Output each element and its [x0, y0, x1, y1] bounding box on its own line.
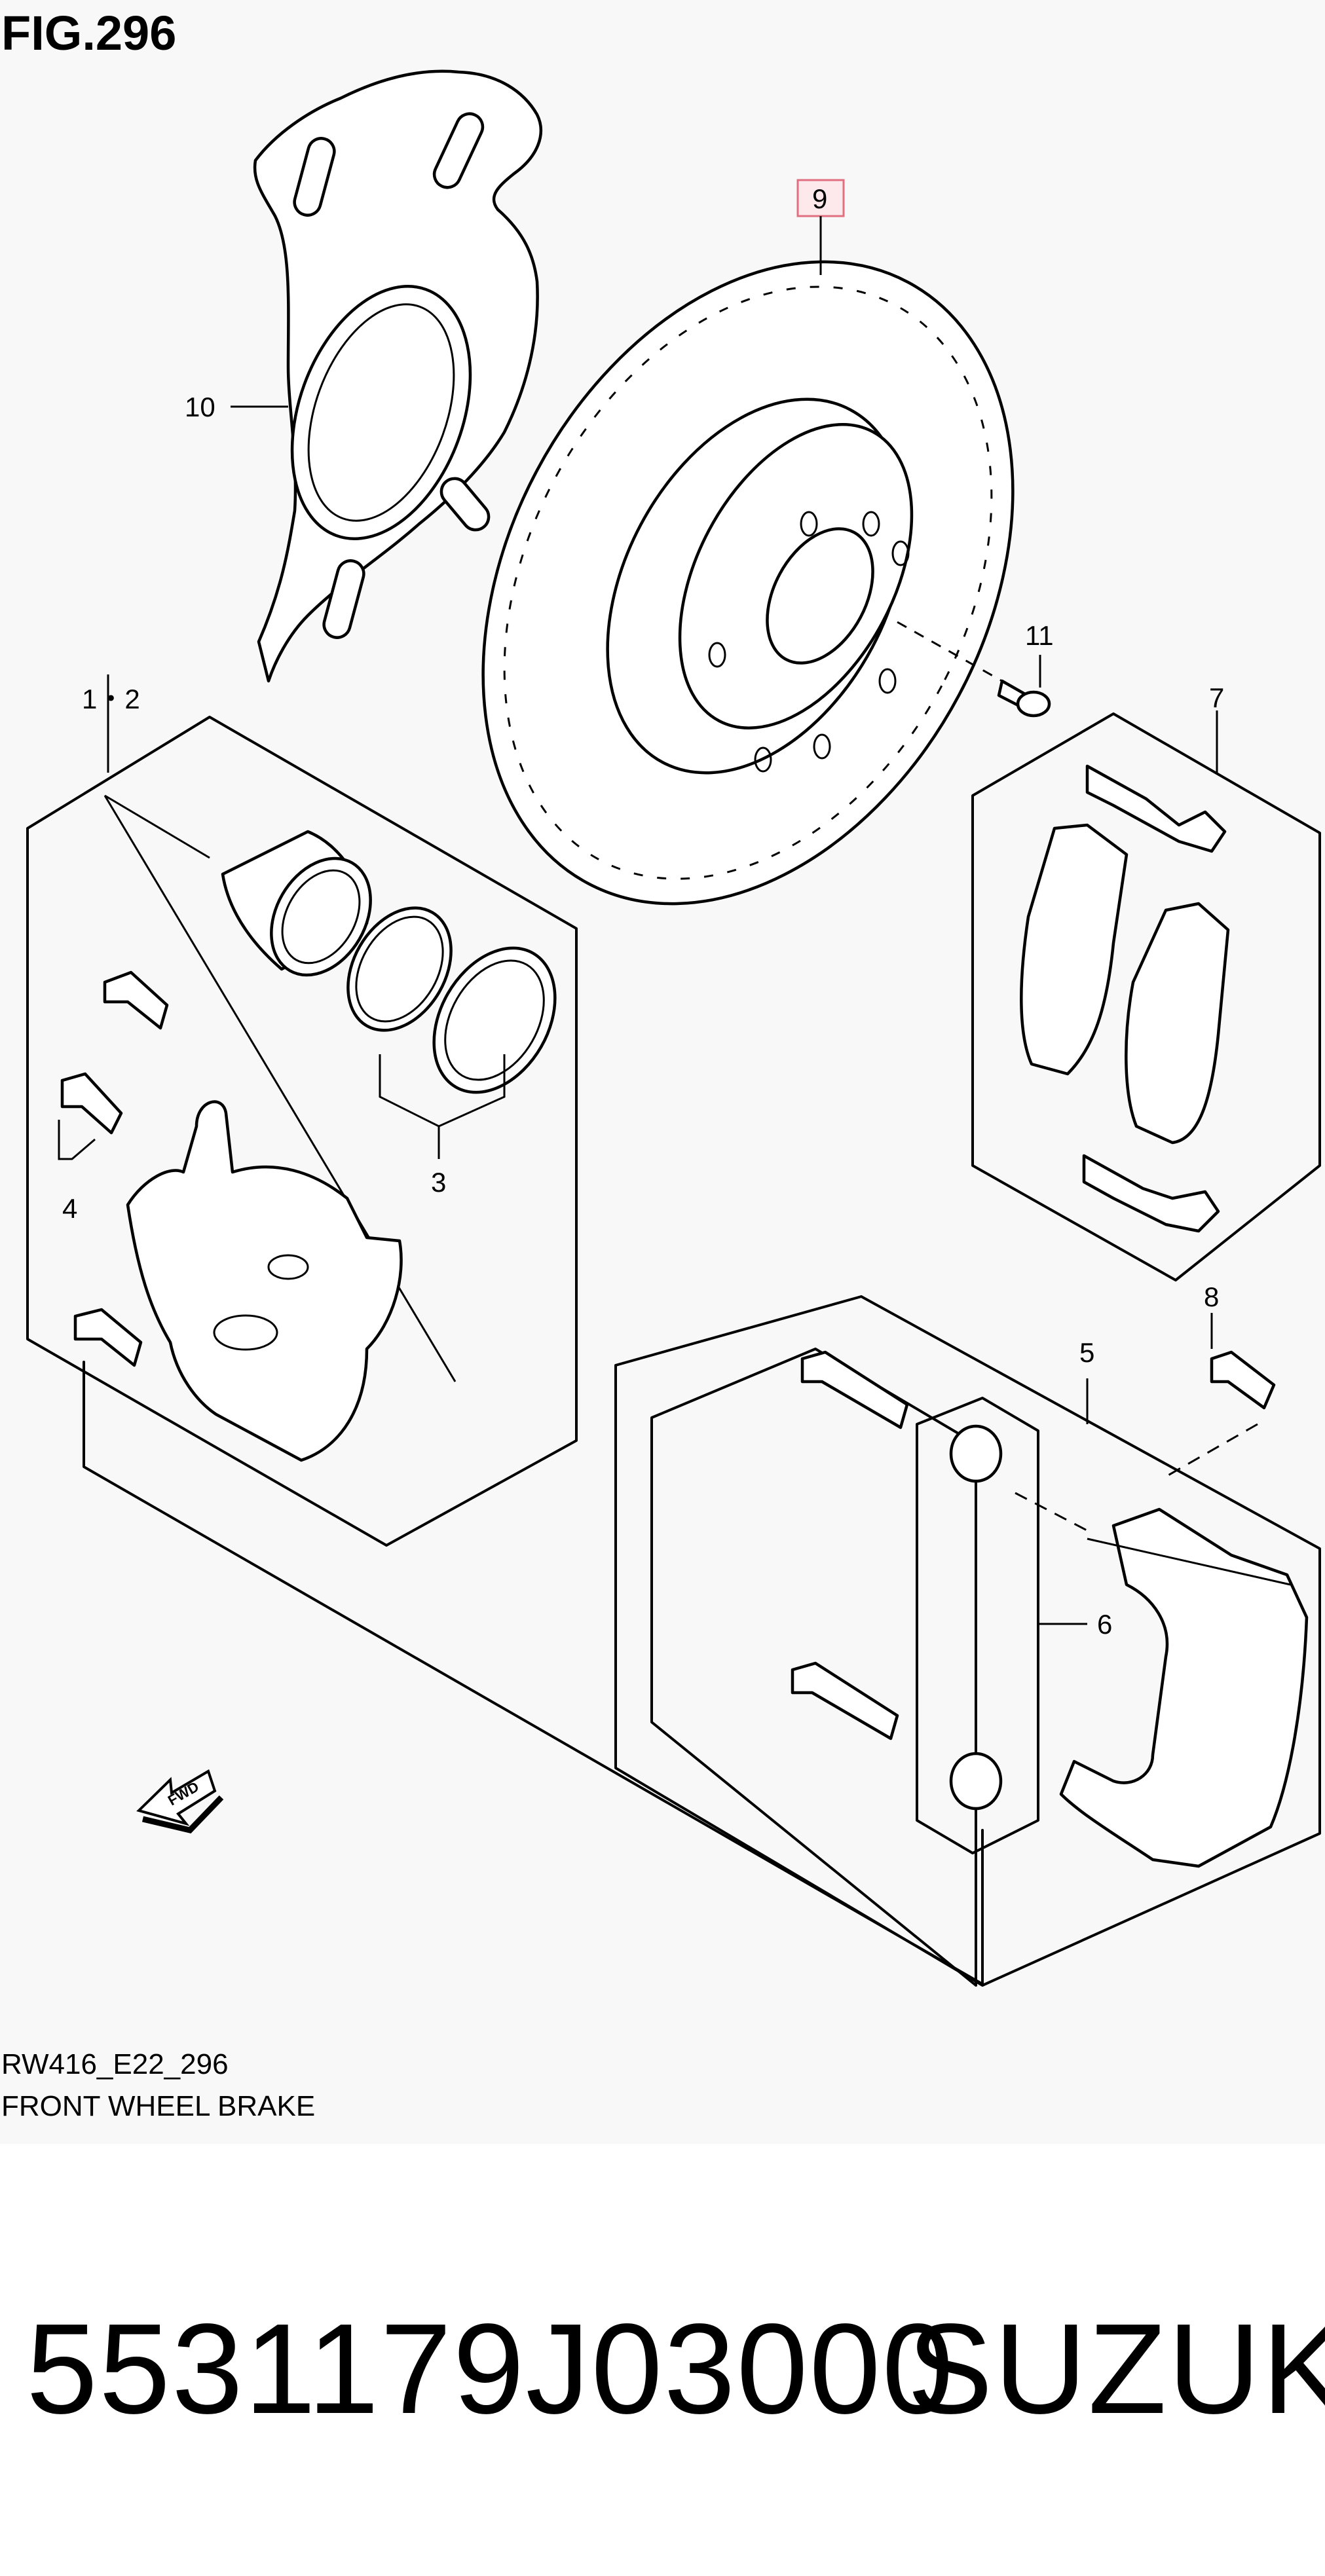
caliper-frame — [26, 716, 578, 1547]
dust-shield — [253, 69, 543, 683]
diagram-name: FRONT WHEEL BRAKE — [1, 2090, 316, 2122]
callout-4: 4 — [62, 1193, 77, 1224]
pad-frame — [971, 712, 1321, 1281]
exploded-parts-diagram: 10 9 11 — [26, 69, 1321, 1987]
callout-9-highlight[interactable] — [796, 179, 845, 217]
fwd-arrow: FWD — [136, 1769, 224, 1833]
caliper-assembly — [60, 794, 557, 1462]
callout-6: 6 — [1097, 1609, 1112, 1640]
callout-10: 10 — [185, 392, 215, 422]
diagram-code: RW416_E22_296 — [1, 2048, 229, 2080]
bracket-parts — [791, 1350, 1309, 1868]
callout-9[interactable]: 9 — [812, 183, 827, 214]
figure-title: FIG.296 — [1, 6, 177, 60]
callout-3: 3 — [431, 1167, 446, 1198]
part-number: 5531179J03000 — [26, 2297, 955, 2440]
callout-5: 5 — [1079, 1337, 1094, 1368]
callout-11: 11 — [1025, 620, 1054, 651]
assembly-connector — [83, 1361, 984, 1985]
pin-frame — [650, 1348, 977, 1987]
callout-8: 8 — [1204, 1281, 1219, 1312]
brake-disc — [481, 260, 1015, 906]
callout-7: 7 — [1209, 682, 1224, 713]
bracket-frame — [614, 1295, 1321, 1987]
callout-1-2: 1・2 — [82, 684, 140, 714]
disc-screw — [897, 621, 1051, 718]
boot-frame — [916, 1397, 1039, 1854]
brand-name: SUZUKI — [907, 2297, 1325, 2440]
brake-pads — [1020, 764, 1230, 1233]
